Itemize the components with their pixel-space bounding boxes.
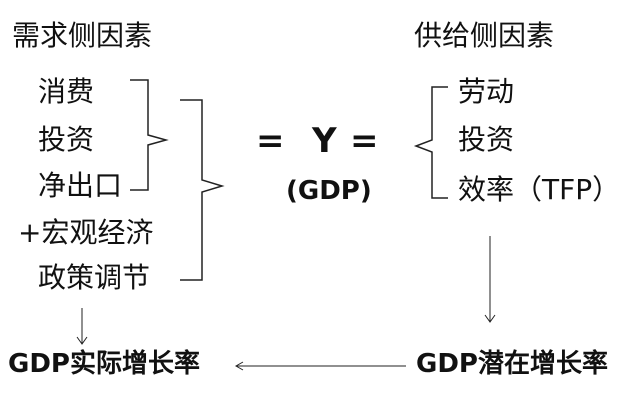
demand-policy-line1: +宏观经济 (18, 216, 154, 249)
y-symbol: Y (312, 121, 337, 161)
equals-right: = (350, 121, 379, 161)
demand-side-title: 需求侧因素 (12, 19, 153, 52)
supply-side-title: 供给侧因素 (414, 19, 555, 52)
arrow-potential-to-actual (234, 361, 406, 371)
demand-outer-brace (180, 99, 225, 281)
supply-item-tfp: 效率（TFP） (458, 173, 621, 206)
demand-item-consumption: 消费 (38, 75, 95, 108)
arrow-supply-down (484, 236, 496, 323)
gdp-potential-growth-rate: GDP潜在增长率 (416, 349, 608, 379)
arrow-demand-down (76, 308, 88, 345)
supply-item-labor: 劳动 (458, 75, 515, 108)
supply-brace (413, 86, 448, 199)
demand-policy-line2: 政策调节 (38, 261, 151, 294)
supply-item-investment: 投资 (458, 123, 515, 156)
equals-left: = (256, 121, 285, 161)
gdp-label: (GDP) (286, 176, 372, 206)
demand-item-net-export: 净出口 (38, 169, 123, 202)
gdp-actual-growth-rate: GDP实际增长率 (8, 349, 200, 379)
demand-item-investment: 投资 (38, 123, 95, 156)
demand-inner-brace (130, 79, 169, 191)
